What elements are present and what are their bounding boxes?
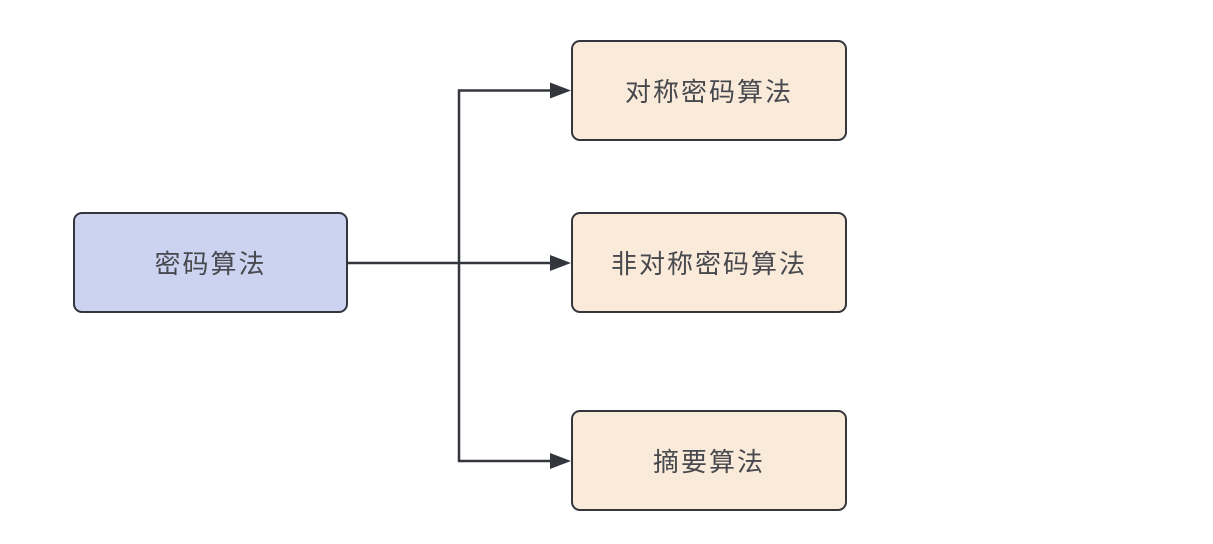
edge-root-to-digest	[457, 263, 553, 463]
node-digest-algorithm[interactable]: 摘要算法	[571, 410, 847, 511]
node-label: 摘要算法	[652, 447, 765, 477]
edge-root-to-symmetric	[457, 89, 553, 263]
arrowhead-icon	[550, 82, 571, 99]
node-asymmetric-crypto-algorithm[interactable]: 非对称密码算法	[571, 212, 847, 313]
node-crypto-algorithm[interactable]: 密码算法	[73, 212, 348, 313]
node-label: 非对称密码算法	[610, 249, 807, 279]
node-label: 对称密码算法	[624, 77, 793, 107]
node-symmetric-crypto-algorithm[interactable]: 对称密码算法	[571, 40, 847, 141]
arrowhead-icon	[550, 453, 571, 469]
arrowhead-icon	[550, 255, 571, 271]
node-label: 密码算法	[154, 249, 267, 279]
